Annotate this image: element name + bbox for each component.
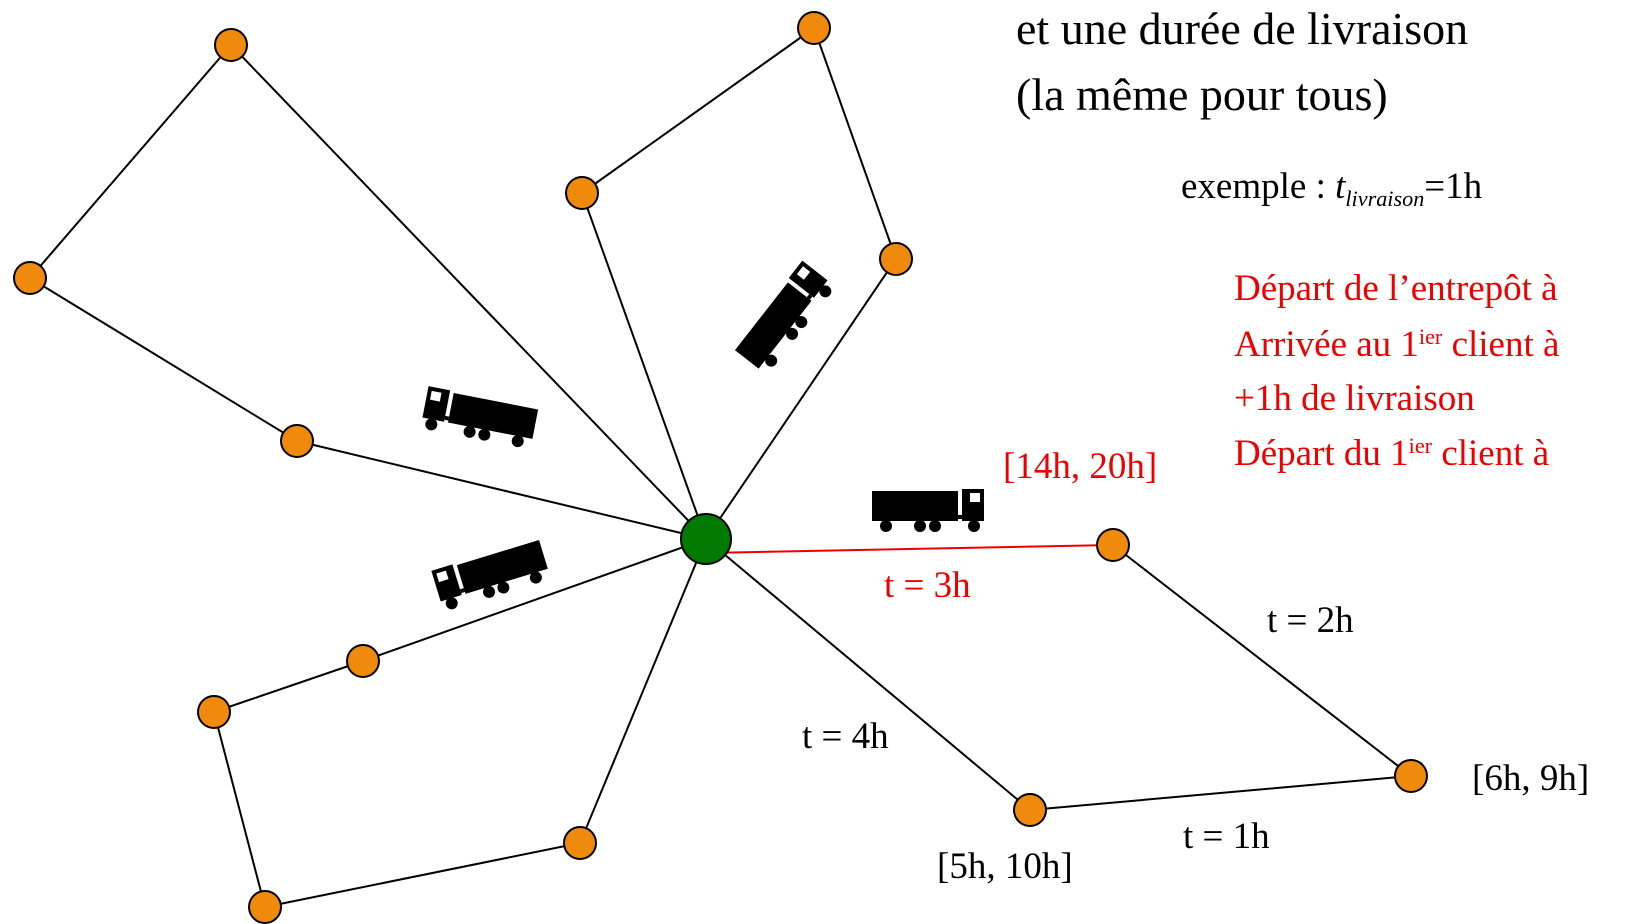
explanation-line-2-post: client à	[1442, 324, 1560, 366]
explanation-line-4: Départ du 1ier client à	[1234, 433, 1550, 475]
travel-time-depot-client-3: t = 4h	[802, 716, 889, 757]
example-var: t	[1335, 166, 1346, 207]
travel-time-depot-client-1: t = 3h	[884, 565, 971, 606]
time-window-client-2: [6h, 9h]	[1472, 758, 1590, 799]
example-subscript: livraison	[1345, 185, 1425, 211]
edge	[29, 44, 232, 279]
edge	[705, 258, 897, 540]
truck-icon	[870, 487, 986, 534]
explanation-line-4-post: client à	[1432, 433, 1550, 475]
travel-time-client-3-client-2: t = 1h	[1183, 816, 1270, 857]
explanation-line-2: Arrivée au 1ier client à	[1234, 324, 1560, 366]
edge	[581, 27, 815, 194]
edge	[230, 44, 707, 540]
client-node	[879, 242, 913, 276]
client-node	[1394, 759, 1428, 793]
edge	[705, 538, 1031, 811]
heading-line-1: et une durée de livraison	[1016, 3, 1469, 54]
time-window-client-3: [5h, 10h]	[937, 846, 1073, 887]
explanation-line-2-sup: ier	[1418, 324, 1443, 349]
heading-line-2: (la même pour tous)	[1016, 69, 1388, 120]
example-suffix: =1h	[1424, 166, 1483, 207]
explanation-line-1: Départ de l’entrepôt à	[1234, 268, 1558, 309]
depot-node	[680, 513, 732, 565]
client-node	[565, 176, 599, 210]
client-node	[280, 424, 314, 458]
edge	[264, 842, 581, 908]
client-node	[214, 28, 248, 62]
explanation-line-4-pre: Départ du 1	[1234, 433, 1409, 475]
truck-icon	[731, 258, 839, 378]
edge	[362, 538, 707, 662]
travel-time-client-1-client-2: t = 2h	[1267, 600, 1354, 641]
edge	[213, 660, 364, 713]
example-prefix: exemple :	[1181, 166, 1336, 207]
edge	[213, 711, 266, 908]
client-node	[1013, 793, 1047, 827]
edge	[581, 192, 707, 540]
edge	[1112, 544, 1412, 777]
explanation-line-2-pre: Arrivée au 1	[1234, 324, 1419, 366]
client-node	[797, 11, 831, 45]
truck-icon	[418, 384, 541, 452]
example-formula: exemple : tlivraison=1h	[1181, 168, 1482, 210]
highlighted-edge	[705, 544, 1114, 554]
client-node	[197, 695, 231, 729]
explanation-line-3: +1h de livraison	[1234, 378, 1475, 419]
client-node	[13, 261, 47, 295]
explanation-line-4-sup: ier	[1408, 433, 1433, 458]
client-node	[563, 826, 597, 860]
client-node	[1096, 528, 1130, 562]
edge	[29, 277, 298, 442]
route-edges	[29, 27, 1412, 908]
edge	[296, 440, 707, 540]
edge	[813, 27, 897, 260]
edge	[1029, 775, 1412, 811]
edge	[579, 538, 707, 844]
time-window-client-1: [14h, 20h]	[1003, 446, 1158, 487]
client-node	[346, 644, 380, 678]
client-nodes	[13, 11, 1428, 924]
client-node	[248, 890, 282, 924]
